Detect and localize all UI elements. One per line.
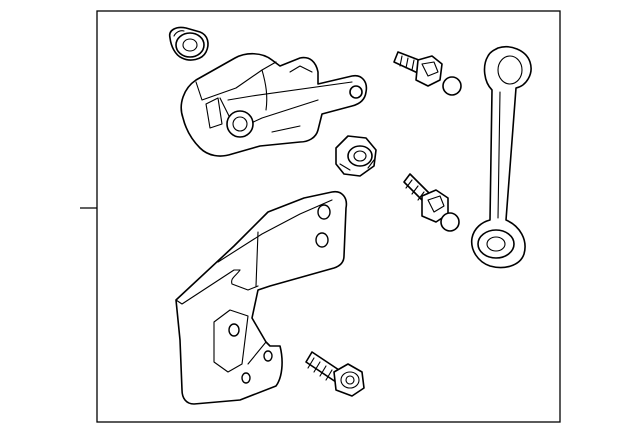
link-icon bbox=[470, 46, 532, 269]
nut-icon bbox=[335, 135, 377, 177]
diagram-frame bbox=[96, 10, 561, 423]
grommet-icon bbox=[168, 26, 209, 61]
bolt-icon bbox=[305, 351, 365, 397]
sensor-icon bbox=[180, 52, 368, 157]
bolt-icon bbox=[403, 173, 460, 232]
bracket-icon bbox=[175, 190, 348, 405]
bolt-icon bbox=[393, 51, 462, 96]
